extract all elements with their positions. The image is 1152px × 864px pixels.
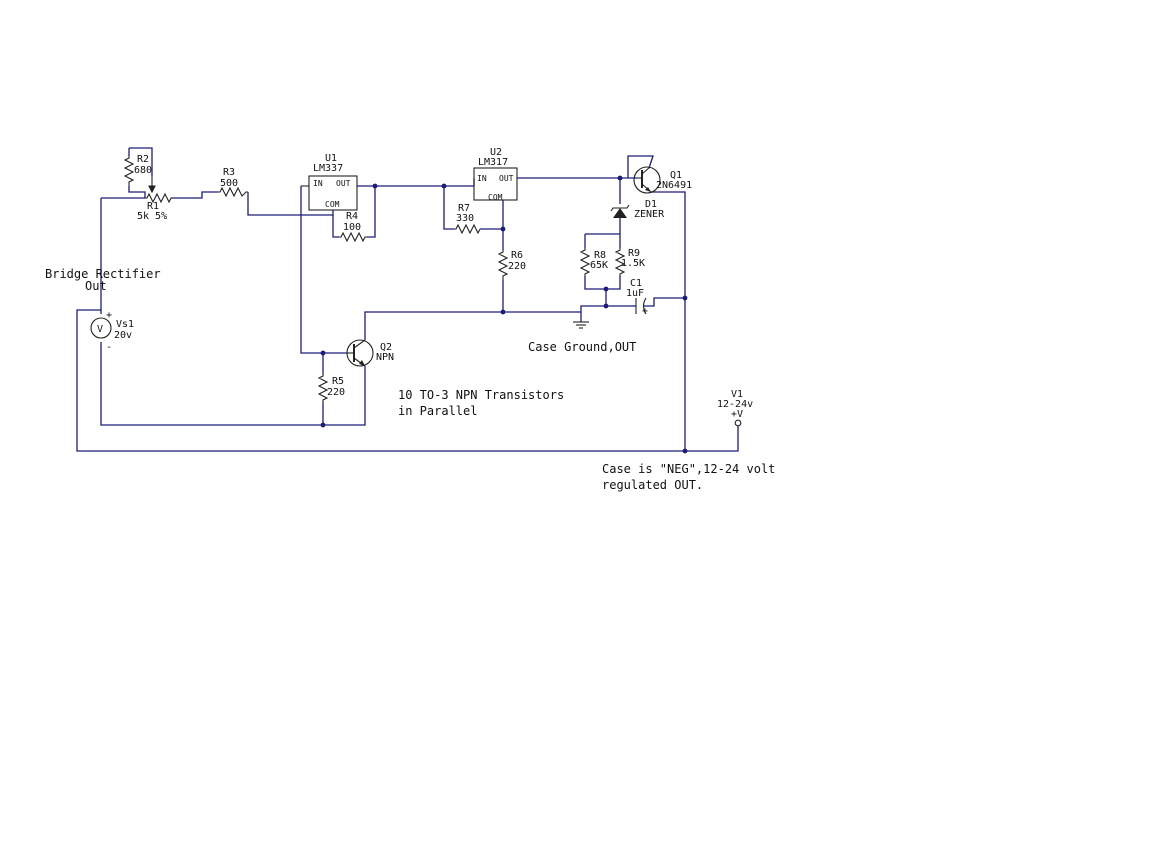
case-note-line1: Case is "NEG",12-24 volt: [602, 462, 775, 476]
r6-ref: R6: [511, 250, 523, 261]
r6-value: 220: [508, 261, 526, 272]
terminal-v1[interactable]: V1 12-24v +V: [717, 389, 753, 427]
vs1-plus: +: [106, 310, 112, 321]
u2-pin-com: COM: [488, 193, 503, 202]
resistor-r7[interactable]: R7 330: [454, 203, 481, 235]
u2-ref: U2: [490, 147, 502, 158]
r9-value: 1.5K: [621, 258, 645, 269]
junction-dot: [320, 350, 326, 356]
r3-ref: R3: [223, 167, 235, 178]
r5-ref: R5: [332, 376, 344, 387]
junction-dot: [603, 286, 609, 292]
c1-plus: +: [642, 306, 648, 317]
junctions: [320, 175, 688, 454]
junction-dot: [682, 448, 688, 454]
resistor-r9[interactable]: R9 1.5K: [614, 248, 645, 276]
r7-value: 330: [456, 213, 474, 224]
annotations: Bridge Rectifier Out Case Ground,OUT 10 …: [45, 267, 775, 492]
case-note-line2: regulated OUT.: [602, 478, 703, 492]
q1-part: 2N6491: [656, 180, 692, 191]
case-ground-label: Case Ground,OUT: [528, 340, 636, 354]
u1-pin-in: IN: [313, 179, 323, 188]
vs1-ref: Vs1: [116, 319, 134, 330]
bridge-rectifier-out-label: Out: [85, 279, 107, 293]
u1-ref: U1: [325, 153, 337, 164]
regulator-u1[interactable]: U1 LM337 IN OUT COM: [301, 153, 358, 211]
resistor-r4[interactable]: R4 100: [339, 211, 367, 243]
r5-value: 220: [327, 387, 345, 398]
transistors-note-line2: in Parallel: [398, 404, 477, 418]
v1-ref: V1: [731, 389, 743, 400]
potentiometer-r1[interactable]: R1 5k 5%: [137, 176, 172, 222]
u1-pin-out: OUT: [336, 179, 351, 188]
r9-ref: R9: [628, 248, 640, 259]
u2-part: LM317: [478, 157, 508, 168]
regulator-u2[interactable]: U2 LM317 IN OUT COM: [473, 147, 518, 202]
r7-ref: R7: [458, 203, 470, 214]
c1-ref: C1: [630, 278, 642, 289]
q2-part: NPN: [376, 352, 394, 363]
voltage-source-vs1[interactable]: V + - Vs1 20v: [90, 310, 134, 353]
q2-ref: Q2: [380, 342, 392, 353]
resistor-r6[interactable]: R6 220: [497, 250, 526, 280]
capacitor-c1[interactable]: C1 1uF +: [626, 278, 648, 317]
transistors-note-line1: 10 TO-3 NPN Transistors: [398, 388, 564, 402]
r4-value: 100: [343, 222, 361, 233]
bridge-rectifier-label: Bridge Rectifier: [45, 267, 161, 281]
wires: [76, 147, 739, 452]
junction-dot: [617, 175, 623, 181]
resistor-r5[interactable]: R5 220: [317, 374, 345, 402]
r8-ref: R8: [594, 250, 606, 261]
u2-pin-in: IN: [477, 174, 487, 183]
resistor-r3[interactable]: R3 500: [218, 167, 248, 198]
r2-ref: R2: [137, 154, 149, 165]
transistor-q1[interactable]: Q1 2N6491: [633, 166, 692, 194]
transistor-q2[interactable]: Q2 NPN: [346, 339, 394, 367]
r2-value: 680: [134, 165, 152, 176]
d1-ref: D1: [645, 199, 657, 210]
vs1-value: 20v: [114, 330, 132, 341]
junction-dot: [500, 309, 506, 315]
r3-value: 500: [220, 178, 238, 189]
r8-value: 65K: [590, 260, 608, 271]
junction-dot: [500, 226, 506, 232]
junction-dot: [441, 183, 447, 189]
vs1-symbol: V: [97, 324, 103, 335]
junction-dot: [603, 303, 609, 309]
u1-pin-com: COM: [325, 200, 340, 209]
r1-ref: R1: [147, 201, 159, 212]
resistor-r2[interactable]: R2 680: [123, 154, 152, 186]
u1-part: LM337: [313, 163, 343, 174]
junction-dot: [682, 295, 688, 301]
v1-terminal: +V: [731, 409, 743, 420]
q1-ref: Q1: [670, 170, 682, 181]
v1-value: 12-24v: [717, 399, 753, 410]
vs1-minus: -: [106, 342, 112, 353]
junction-dot: [320, 422, 326, 428]
zener-d1[interactable]: D1 ZENER: [610, 199, 665, 220]
r4-ref: R4: [346, 211, 358, 222]
u2-pin-out: OUT: [499, 174, 514, 183]
r1-value: 5k 5%: [137, 211, 167, 222]
d1-part: ZENER: [634, 209, 665, 220]
c1-value: 1uF: [626, 288, 644, 299]
ground-icon: [573, 321, 589, 329]
resistor-r8[interactable]: R8 65K: [579, 248, 608, 276]
junction-dot: [372, 183, 378, 189]
